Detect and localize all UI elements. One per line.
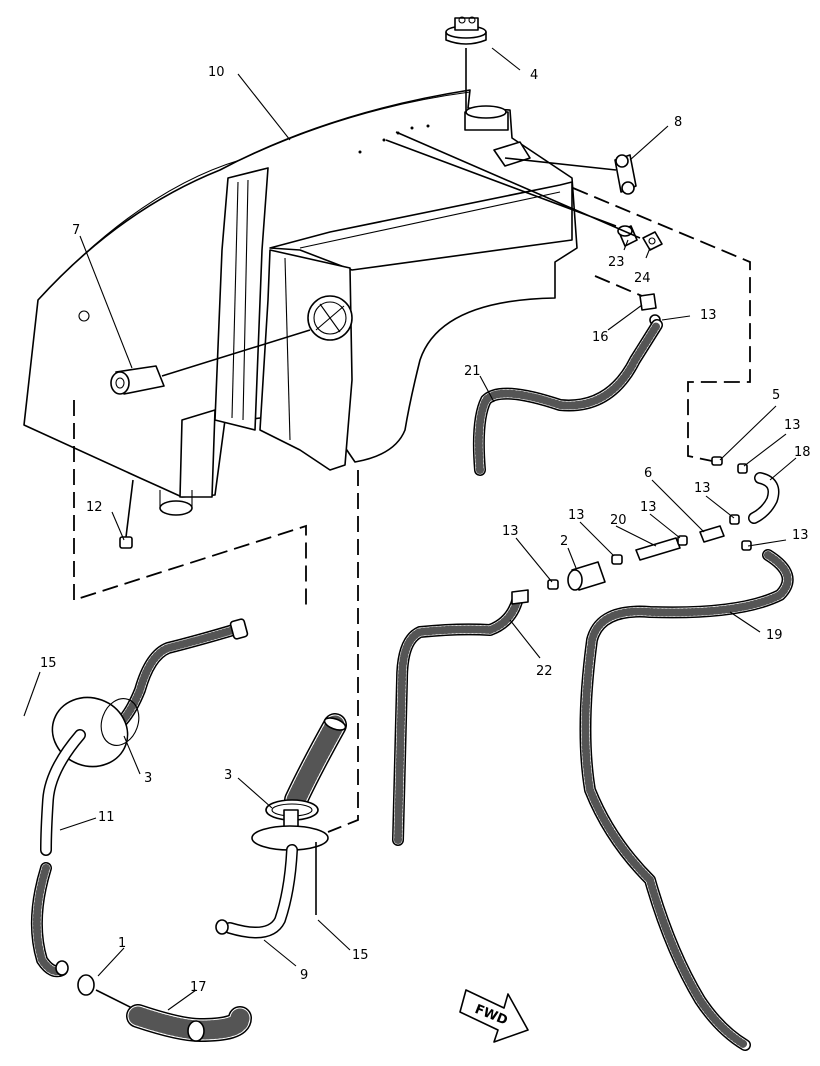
- fuel-hose-22: [392, 589, 529, 846]
- callout-13-left: 13: [502, 524, 519, 539]
- callout-19: 19: [766, 628, 783, 643]
- callout-labels: 10 4 8 7 23 24 13 16 21 5 13 18 6 13 12 …: [40, 65, 811, 995]
- callout-3-center: 3: [224, 768, 232, 783]
- fitting-23: [617, 225, 638, 247]
- callout-10: 10: [208, 65, 225, 80]
- fuel-tank: [23, 89, 578, 516]
- supply-hose-assembly-left: [30, 618, 249, 1013]
- callout-13-tank: 13: [700, 308, 717, 323]
- clamp-13-upper: [737, 463, 748, 474]
- fuel-filter-element: [110, 329, 311, 395]
- fitting-5: [711, 456, 723, 466]
- callout-3-left: 3: [144, 771, 152, 786]
- callout-22: 22: [536, 664, 553, 679]
- callout-2: 2: [560, 534, 568, 549]
- callout-11: 11: [98, 810, 115, 825]
- callout-17: 17: [190, 980, 207, 995]
- callout-15-center: 15: [352, 948, 369, 963]
- callout-21: 21: [464, 364, 481, 379]
- callout-5: 5: [772, 388, 780, 403]
- clamp-12: [119, 479, 134, 549]
- leader-lines: [23, 47, 797, 1011]
- elbow-hose-18: [748, 472, 780, 524]
- fuel-hose-21: [472, 319, 663, 476]
- callout-23: 23: [608, 255, 625, 270]
- fill-hose-17: [126, 1004, 252, 1042]
- callout-13-tee: 13: [694, 481, 711, 496]
- callout-13-right: 13: [792, 528, 809, 543]
- callout-15-left: 15: [40, 656, 57, 671]
- tee-fitting-6: [699, 514, 752, 551]
- center-pickup-assembly: [215, 713, 347, 939]
- nut-24: [642, 231, 663, 251]
- callout-9: 9: [300, 968, 308, 983]
- callout-13-upper: 13: [784, 418, 801, 433]
- callout-6: 6: [644, 466, 652, 481]
- tube-20: [611, 535, 688, 565]
- callout-13-tube: 13: [640, 500, 657, 515]
- callout-4: 4: [530, 68, 538, 83]
- forward-direction-arrow: FWD: [459, 989, 529, 1043]
- mounting-bracket: [614, 154, 637, 195]
- callout-24: 24: [634, 271, 651, 286]
- callout-12: 12: [86, 500, 103, 515]
- fuel-gauge-sender: [445, 16, 487, 112]
- callout-13-mid: 13: [568, 508, 585, 523]
- callout-8: 8: [674, 115, 682, 130]
- inline-filter-2: [547, 561, 606, 591]
- callout-16: 16: [592, 330, 609, 345]
- callout-18: 18: [794, 445, 811, 460]
- routing-lines: [73, 131, 751, 833]
- fuel-hose-19: [579, 549, 794, 1051]
- callout-7: 7: [72, 223, 80, 238]
- callout-1: 1: [118, 936, 126, 951]
- callout-20: 20: [610, 513, 627, 528]
